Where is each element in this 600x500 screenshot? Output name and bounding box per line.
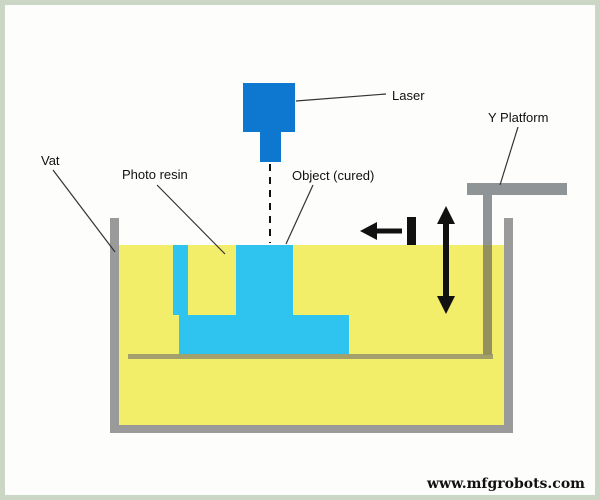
y-platform-support-lower xyxy=(483,245,492,355)
y-platform-arm xyxy=(467,183,567,195)
label-photo-resin: Photo resin xyxy=(122,167,188,182)
y-motion-arrow-head-down xyxy=(437,296,455,314)
label-vat: Vat xyxy=(41,153,60,168)
photo-resin-leader-line xyxy=(156,184,226,255)
laser-nozzle xyxy=(260,132,281,162)
label-laser: Laser xyxy=(392,88,425,103)
cured-object-column xyxy=(236,245,293,315)
cured-object-base xyxy=(179,315,349,355)
cured-object-post xyxy=(173,245,188,315)
laser-head xyxy=(243,83,295,132)
vat-left-wall xyxy=(110,218,119,433)
watermark: www.mfgrobots.com xyxy=(427,476,585,492)
object-leader-line xyxy=(285,184,314,245)
vat-leader-line xyxy=(52,169,116,253)
vat-right-wall xyxy=(504,218,513,433)
label-y-platform: Y Platform xyxy=(488,110,549,125)
y-motion-arrow-head-up xyxy=(437,206,455,224)
x-motion-arrow-head xyxy=(360,222,377,240)
x-motion-stop-bar xyxy=(407,217,416,245)
build-platform xyxy=(128,354,493,359)
label-object-cured: Object (cured) xyxy=(292,168,375,183)
vat-bottom xyxy=(110,425,513,433)
laser-leader-line xyxy=(295,93,387,102)
y-platform-leader-line xyxy=(499,126,519,186)
diagram-lines xyxy=(52,93,519,314)
y-platform-support-upper xyxy=(483,195,492,245)
